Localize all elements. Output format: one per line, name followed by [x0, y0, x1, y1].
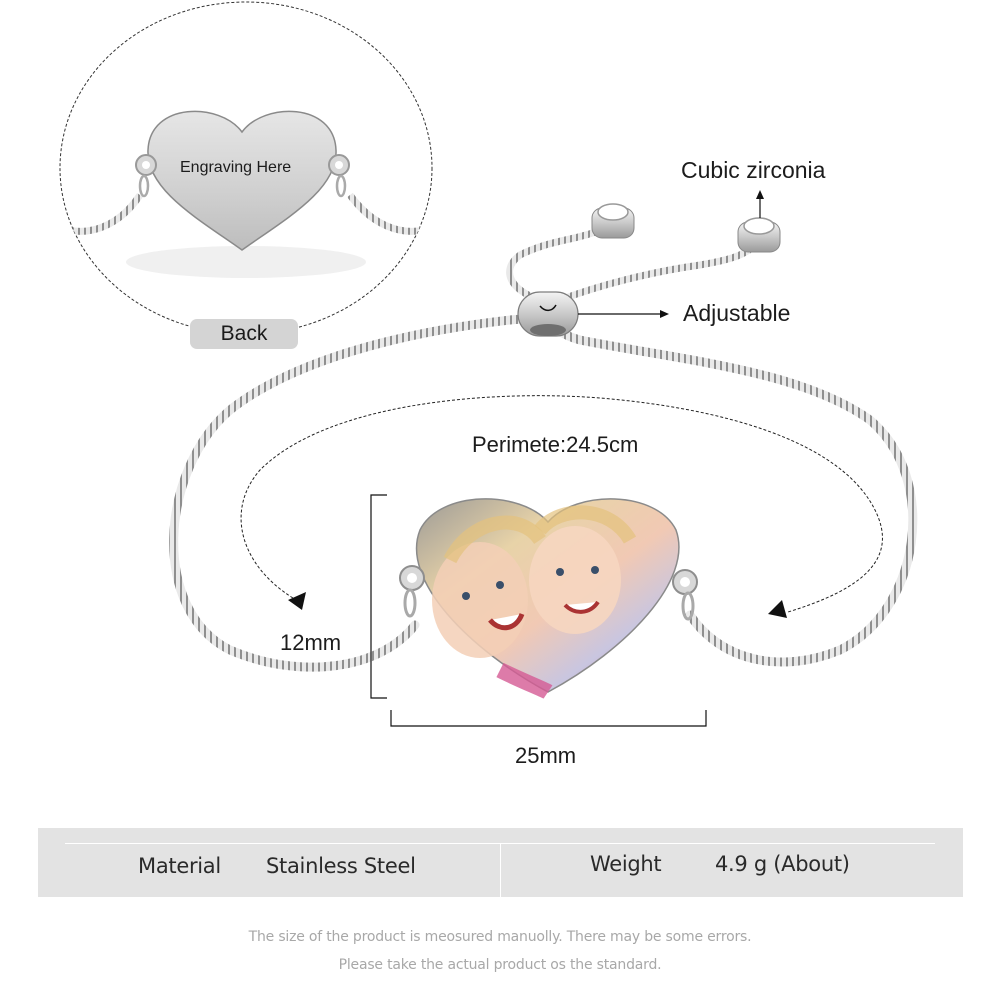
disclaimer-line-1: The size of the product is meosured manu…: [248, 929, 752, 945]
adjustable-label: Adjustable: [683, 300, 791, 326]
arrow-up-icon: [756, 190, 764, 199]
perimeter-label: Perimete:24.5cm: [472, 432, 639, 457]
spec-table: Material Stainless Steel Weight 4.9 g (A…: [38, 828, 963, 897]
height-dimension-label: 12mm: [280, 630, 342, 655]
cubic-zirconia-stone-right: [737, 217, 781, 253]
cubic-zirconia-label: Cubic zirconia: [681, 157, 826, 183]
height-bracket: [370, 494, 387, 699]
width-dimension-label: 25mm: [515, 743, 577, 768]
callout-arrows: [578, 190, 764, 318]
perimeter-indicator: [240, 395, 883, 618]
dimension-brackets: [370, 494, 707, 727]
spec-weight-key: Weight: [590, 852, 662, 876]
spec-divider-vertical: [500, 843, 501, 897]
photo-heart-charm: [399, 498, 698, 700]
bracelet-chain: [169, 228, 918, 672]
adjustable-slider-bead: [517, 291, 579, 337]
spec-weight-value: 4.9 g (About): [715, 852, 850, 876]
spec-material-value: Stainless Steel: [266, 854, 416, 878]
engraving-text: Engraving Here: [180, 159, 292, 176]
spec-material-key: Material: [138, 854, 221, 878]
back-view-button[interactable]: Back: [190, 319, 298, 349]
cubic-zirconia-stone-left: [591, 203, 635, 239]
width-bracket: [390, 710, 707, 727]
arrow-down-right-icon: [288, 592, 306, 610]
arrow-down-left-icon: [768, 600, 787, 618]
disclaimer-line-2: Please take the actual product os the st…: [338, 957, 662, 973]
heart-charm-back: [147, 110, 337, 251]
arrow-right-icon: [660, 310, 669, 318]
back-view-inset: [59, 1, 433, 335]
